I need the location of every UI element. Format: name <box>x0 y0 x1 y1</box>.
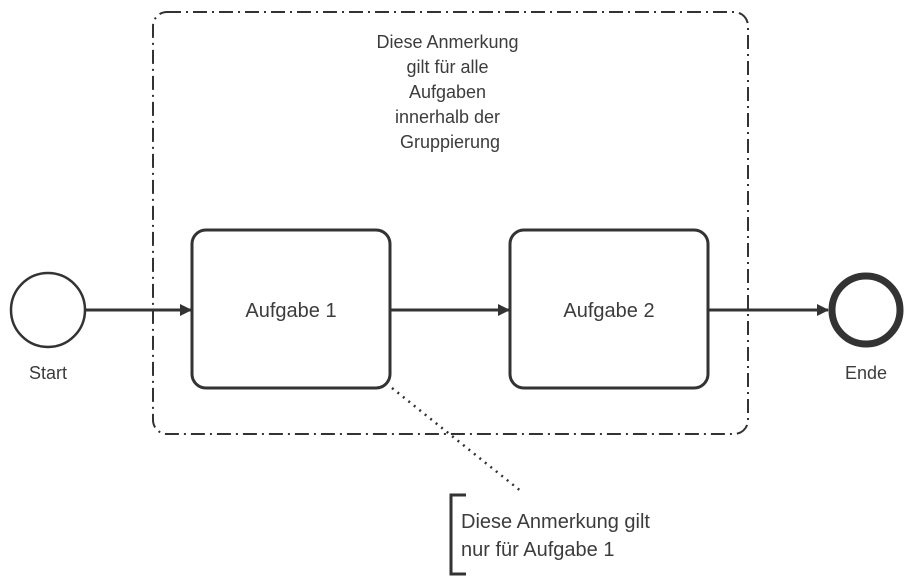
group-annotation-line: Diese Anmerkung <box>376 32 518 52</box>
annotation-bracket <box>449 493 466 576</box>
group-box[interactable] <box>152 11 749 435</box>
task-annotation: Diese Anmerkung gilt nur für Aufgabe 1 <box>461 511 656 561</box>
group-annotation: Diese Anmerkung gilt für alle Aufgaben i… <box>376 32 523 152</box>
end-event-label: Ende <box>845 363 887 383</box>
task-1-label: Aufgabe 1 <box>245 300 336 322</box>
end-event[interactable] <box>828 272 904 348</box>
group-annotation-line: gilt für alle <box>406 57 488 77</box>
association-task1-annotation[interactable] <box>391 387 523 493</box>
group-annotation-line: Aufgaben <box>409 82 486 102</box>
task-2[interactable] <box>508 228 710 390</box>
task-1[interactable] <box>190 228 392 390</box>
task-annotation-line: nur für Aufgabe 1 <box>461 539 614 561</box>
group-annotation-line: innerhalb der <box>395 107 500 127</box>
task-annotation-line: Diese Anmerkung gilt <box>461 511 650 533</box>
task-2-label: Aufgabe 2 <box>563 300 654 322</box>
start-event[interactable] <box>9 271 87 349</box>
group-annotation-line: Gruppierung <box>400 132 500 152</box>
start-event-label: Start <box>29 363 67 383</box>
